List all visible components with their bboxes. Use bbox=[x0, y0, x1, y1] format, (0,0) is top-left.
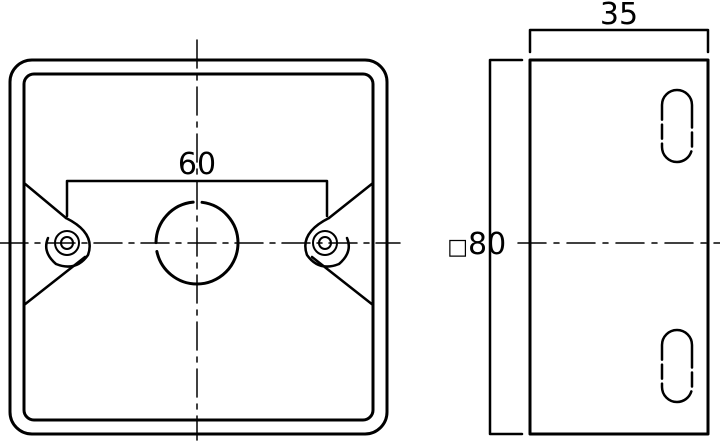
right-screw-boss bbox=[304, 216, 350, 268]
square-symbol: □ bbox=[447, 235, 468, 260]
lower-slot bbox=[660, 328, 694, 404]
side-view bbox=[488, 28, 720, 436]
right-wedge-upper-line bbox=[327, 181, 375, 220]
dim-label-80: 80 bbox=[468, 227, 506, 262]
box-inner-outline bbox=[22, 72, 375, 422]
right-wedge-lower-line bbox=[310, 255, 375, 307]
left-wedge-upper-line bbox=[22, 181, 68, 220]
upper-slot bbox=[660, 88, 694, 164]
dim-label-60: 60 bbox=[178, 147, 216, 182]
dim-line-35 bbox=[528, 28, 710, 54]
dim-line-80 bbox=[488, 58, 524, 436]
dim-label-35: 35 bbox=[600, 0, 638, 32]
left-screw-boss bbox=[45, 216, 91, 268]
front-view bbox=[0, 39, 401, 441]
box-outer-outline bbox=[8, 58, 389, 436]
side-body bbox=[528, 58, 710, 436]
